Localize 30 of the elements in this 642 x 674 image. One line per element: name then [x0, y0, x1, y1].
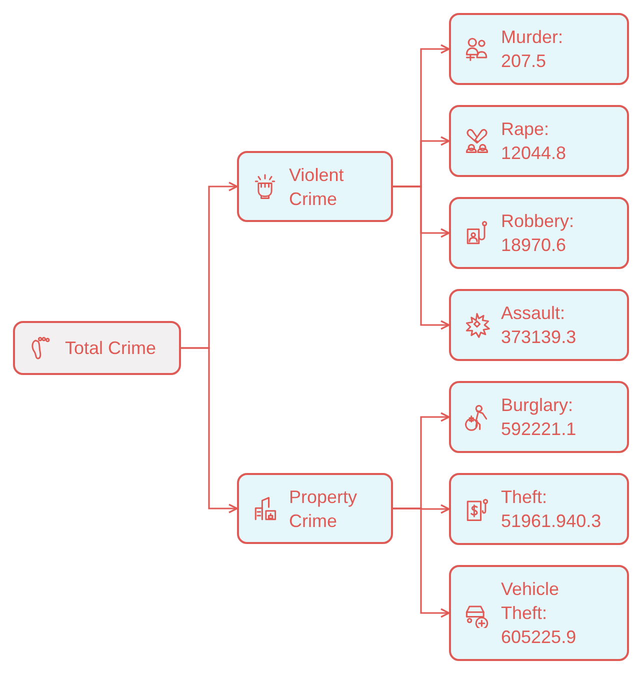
crime-value: 51961.940.3	[501, 510, 602, 533]
crime-label: Robbery:	[501, 210, 576, 233]
crime-value: 207.5	[501, 50, 548, 73]
crime-label: Violent Crime	[289, 164, 345, 210]
crime-label: Total Crime	[65, 337, 158, 360]
crime-label: Property Crime	[289, 486, 358, 532]
connector-arrow	[393, 508, 450, 618]
crime-label: Assault:	[501, 302, 566, 325]
category-box	[449, 289, 629, 361]
crime-label: Rape:	[501, 118, 550, 141]
crime-label: Theft:	[501, 486, 548, 509]
category-box	[449, 565, 629, 661]
crime-value: 605225.9	[501, 626, 578, 649]
crime-value: 592221.1	[501, 418, 578, 441]
category-box	[449, 197, 629, 269]
connector-arrow	[181, 347, 238, 514]
crime-label: Burglary:	[501, 394, 574, 417]
crime-value: 18970.6	[501, 234, 568, 257]
category-box	[449, 473, 629, 545]
crime-label: Murder:	[501, 26, 564, 49]
category-box	[449, 381, 629, 453]
category-box	[237, 151, 393, 222]
crime-label: Vehicle Theft:	[501, 578, 560, 625]
root-box	[13, 321, 181, 375]
connector-arrow	[393, 186, 450, 330]
crime-value: 12044.8	[501, 142, 568, 165]
category-box	[449, 105, 629, 177]
category-box	[449, 13, 629, 85]
crime-value: 373139.3	[501, 326, 578, 349]
category-box	[237, 473, 393, 544]
